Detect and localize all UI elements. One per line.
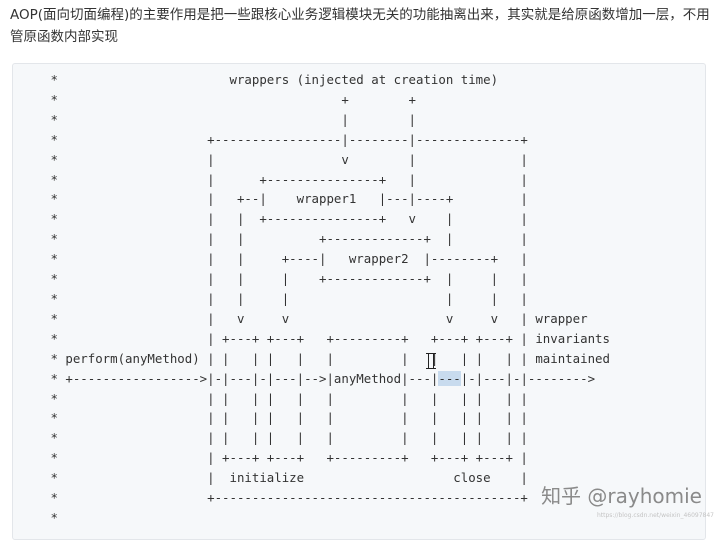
text-cursor-icon (426, 353, 436, 369)
diagram-line: * | | +----| wrapper2 |--------+ | (43, 251, 528, 267)
diagram-line: * | +---+ +---+ +---------+ +---+ +---+ … (43, 450, 528, 466)
diagram-line: * +-------------------------------------… (43, 490, 528, 506)
diagram-line: * | | | | | | | | | | | | (43, 430, 528, 446)
diagram-line: * + + (43, 91, 416, 107)
zhihu-brand-watermark: 知乎 @rayhomie (541, 484, 702, 508)
diagram-line: * +-----------------|--------|----------… (43, 131, 528, 147)
diagram-line: * | +--| wrapper1 |---|----+ | (43, 191, 528, 207)
diagram-line: * | +---------------+ | | (43, 171, 528, 187)
diagram-line: * | | +---------------+ v | | (43, 211, 528, 227)
diagram-line: * | initialize close | (43, 470, 528, 486)
diagram-line: * | +---+ +---+ +---------+ +---+ +---+ … (43, 330, 610, 346)
diagram-line: * | | | | | | (43, 290, 528, 306)
code-block: * wrappers (injected at creation time) *… (12, 63, 706, 540)
diagram-line: * | | (43, 111, 416, 127)
diagram-line: * | | | | | | | | | | | | (43, 390, 528, 406)
diagram-line: * | | | +-------------+ | | | (43, 271, 528, 287)
diagram-line: * wrappers (injected at creation time) (43, 72, 499, 87)
diagram-line: * | v v v v | wrapper (43, 310, 588, 326)
article-intro: AOP(面向切面编程)的主要作用是把一些跟核心业务逻辑模块无关的功能抽离出来，其… (10, 7, 710, 45)
text-selection: --- (438, 370, 461, 386)
diagram-line: * +----------------->|-|---|-|---|-->|an… (43, 370, 596, 386)
diagram-line: * | | +-------------+ | | (43, 231, 528, 247)
diagram-line: * | v | | (43, 151, 528, 167)
csdn-url-watermark: https://blog.csdn.net/weixin_46097847 (596, 512, 714, 519)
diagram-line: * perform(anyMethod) | | | | | | | | | |… (43, 350, 610, 366)
diagram-line: * | | | | | | | | | | | | (43, 410, 528, 426)
diagram-line: * (43, 509, 58, 525)
ascii-diagram: * wrappers (injected at creation time) *… (43, 70, 610, 528)
